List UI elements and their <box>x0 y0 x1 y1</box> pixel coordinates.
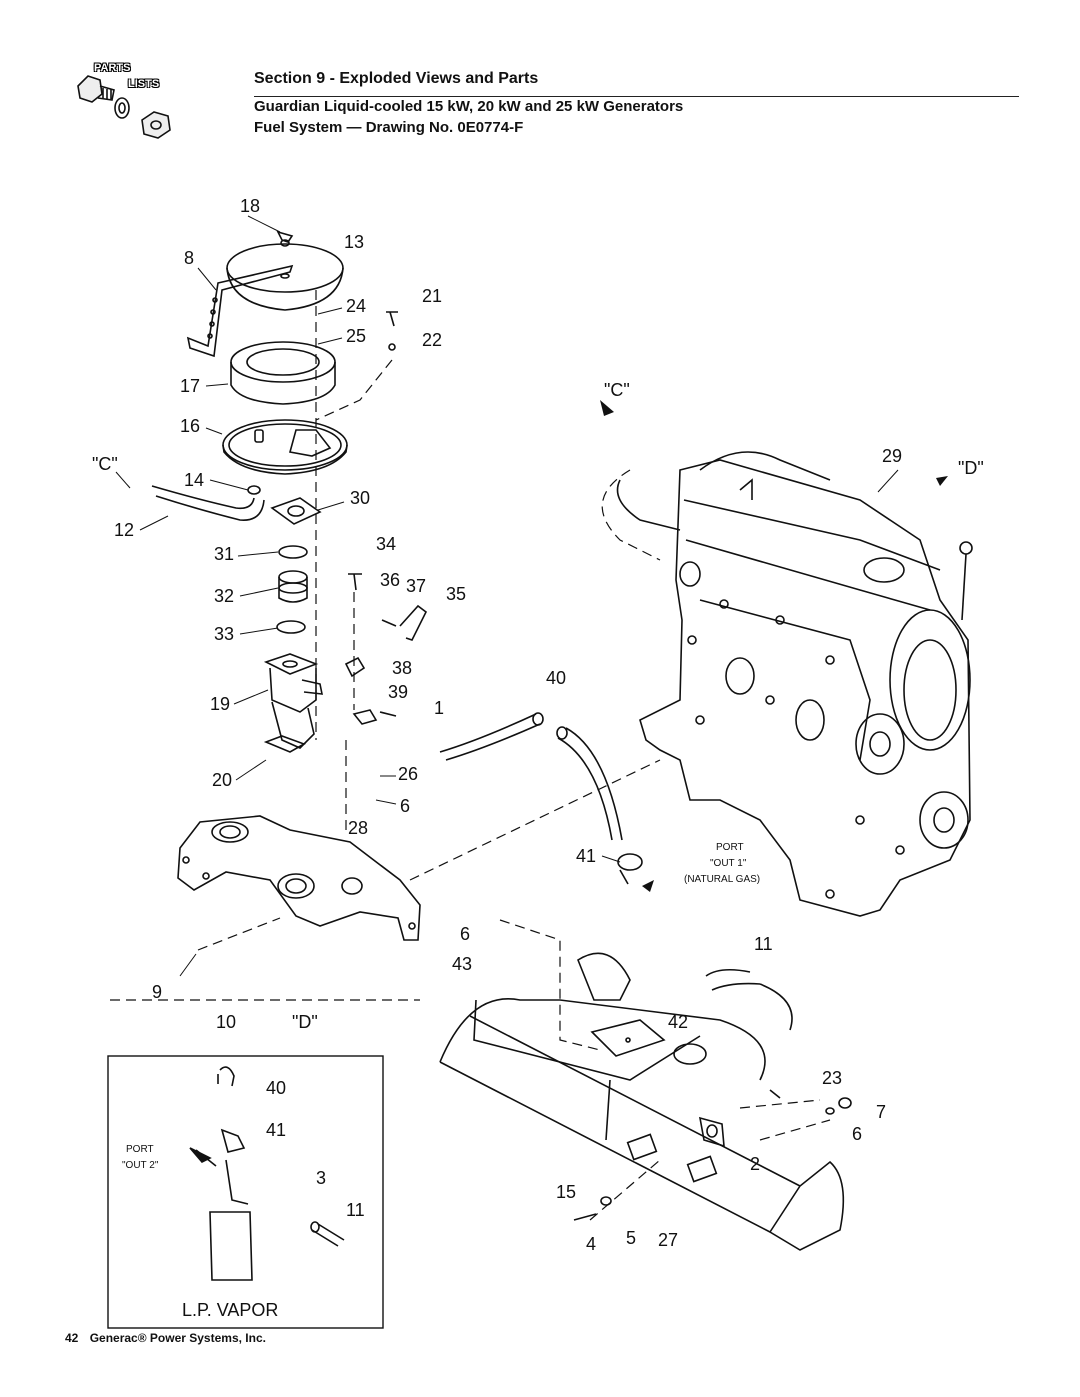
callout-12: 12 <box>114 520 134 540</box>
callout-7: 7 <box>876 1102 886 1122</box>
inset-callout-41: 41 <box>266 1120 286 1140</box>
ref-d-right: "D" <box>958 458 984 478</box>
arrows <box>600 400 948 892</box>
callout-29: 29 <box>882 446 902 466</box>
callout-34: 34 <box>376 534 396 554</box>
callout-31: 31 <box>214 544 234 564</box>
callout-15: 15 <box>556 1182 576 1202</box>
callout-4: 4 <box>586 1234 596 1254</box>
page-footer: 42 Generac® Power Systems, Inc. <box>65 1331 266 1345</box>
parts-lists-logo: PARTS LISTS <box>70 58 210 158</box>
callout-28: 28 <box>348 818 368 838</box>
company-name: Generac® Power Systems, Inc. <box>89 1331 266 1345</box>
engine-block <box>616 451 973 917</box>
callout-24: 24 <box>346 296 366 316</box>
callout-25: 25 <box>346 326 366 346</box>
callout-8: 8 <box>184 248 194 268</box>
port-out1-line1: PORT <box>716 842 744 853</box>
callout-10: 10 <box>216 1012 236 1032</box>
callout-18: 18 <box>240 196 260 216</box>
callout-14: 14 <box>184 470 204 490</box>
callout-17: 17 <box>180 376 200 396</box>
inset-callout-40: 40 <box>266 1078 286 1098</box>
callout-39: 39 <box>388 682 408 702</box>
page-subtitle: Guardian Liquid-cooled 15 kW, 20 kW and … <box>254 98 684 115</box>
callout-11: 11 <box>754 934 773 954</box>
ref-c-right: "C" <box>604 380 630 400</box>
callout-13: 13 <box>344 232 364 252</box>
callout-37: 37 <box>406 576 426 596</box>
callout-35: 35 <box>446 584 466 604</box>
callout-22: 22 <box>422 330 442 350</box>
callout-5: 5 <box>626 1228 636 1248</box>
section-title: Section 9 - Exploded Views and Parts <box>254 70 539 87</box>
callout-43: 43 <box>452 954 472 974</box>
callout-19: 19 <box>210 694 230 714</box>
inset-title: L.P. VAPOR <box>182 1300 278 1320</box>
page-number: 42 <box>65 1331 79 1345</box>
callout-27: 27 <box>658 1230 678 1250</box>
inset-port-line2: "OUT 2" <box>122 1160 159 1171</box>
callout-38: 38 <box>392 658 412 678</box>
callout-6: 6 <box>400 796 410 816</box>
page-header: PARTS LISTS Section 9 - Exploded Views a… <box>70 58 1020 158</box>
callout-36: 36 <box>380 570 400 590</box>
inset-callout-11: 11 <box>346 1200 365 1220</box>
ref-d-bottom: "D" <box>292 1012 318 1032</box>
drawing-title: Fuel System — Drawing No. 0E0774-F <box>254 119 524 136</box>
callout-32: 32 <box>214 586 234 606</box>
callout-16: 16 <box>180 416 200 436</box>
lp-vapor-inset: 40 41 3 11 PORT "OUT 2" L.P. VAPOR <box>107 1055 384 1329</box>
callout-23: 23 <box>822 1068 842 1088</box>
callout-6c: 6 <box>852 1124 862 1144</box>
mounting-frame <box>439 952 852 1251</box>
callout-1: 1 <box>434 698 444 718</box>
inset-port-line1: PORT <box>126 1144 154 1155</box>
callout-21: 21 <box>422 286 442 306</box>
callout-6b: 6 <box>460 924 470 944</box>
air-cleaner-assembly <box>151 230 643 941</box>
callout-41: 41 <box>576 846 596 866</box>
port-out1-line2: "OUT 1" <box>710 858 747 869</box>
callout-9: 9 <box>152 982 162 1002</box>
port-out1-line3: (NATURAL GAS) <box>684 874 760 885</box>
callout-33: 33 <box>214 624 234 644</box>
inset-callout-3: 3 <box>316 1168 326 1188</box>
callout-42: 42 <box>668 1012 688 1032</box>
ref-c-left: "C" <box>92 454 118 474</box>
callout-leaders <box>115 215 899 977</box>
callout-2: 2 <box>750 1154 760 1174</box>
callout-20: 20 <box>212 770 232 790</box>
header-rule <box>254 96 1019 97</box>
callout-40: 40 <box>546 668 566 688</box>
callout-30: 30 <box>350 488 370 508</box>
callout-26: 26 <box>398 764 418 784</box>
assembly-leader-lines <box>110 290 831 1221</box>
